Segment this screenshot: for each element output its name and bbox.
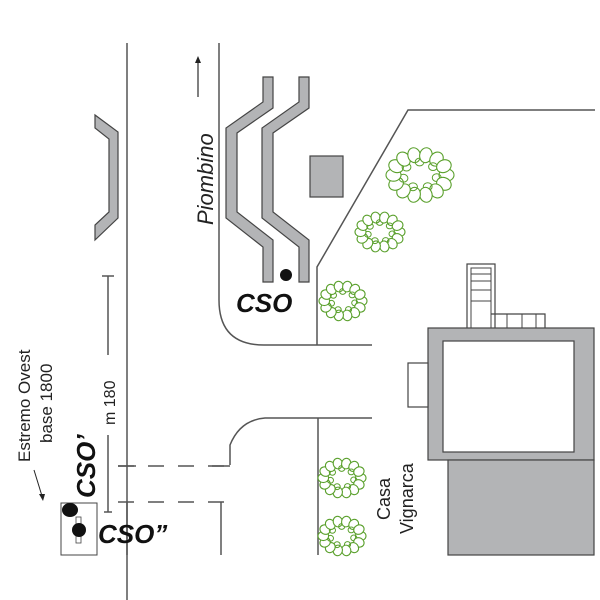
tree-icon (385, 147, 455, 203)
stairs-inner (470, 267, 492, 330)
trees-group (317, 147, 455, 557)
traffic-island-left (94, 113, 119, 242)
estremo-arrow-line (33, 469, 43, 497)
cso-label: CSO (236, 288, 292, 318)
tree-icon (317, 457, 367, 499)
estremo-ovest-label: Estremo Ovest (15, 349, 34, 462)
casa-label: Casa (374, 477, 394, 520)
courtyard (442, 340, 575, 453)
cso-prime-marker (62, 503, 78, 517)
traffic-island-chicane-2 (261, 76, 310, 283)
tree-leaf (391, 220, 404, 231)
tree-icon (354, 211, 406, 253)
cso-prime-label: CSO’ (71, 434, 101, 498)
road-edge-right-upper (218, 43, 372, 346)
estremo-arrow-icon (39, 494, 45, 501)
traffic-island-chicane-1 (225, 76, 274, 283)
tree-icon (317, 515, 367, 557)
tree-leaf (354, 289, 366, 300)
vignarca-label: Vignarca (397, 462, 417, 534)
property-boundary-upper (316, 109, 595, 345)
building-porch (407, 362, 429, 408)
cso-double-prime-marker (72, 523, 86, 537)
small-building (309, 155, 344, 198)
cso-double-prime-box (60, 502, 98, 556)
road-edge-right-lower (229, 417, 372, 465)
piombino-label: Piombino (193, 133, 218, 225)
balcony-railing (491, 313, 546, 328)
base-1800-label: base 1800 (37, 364, 56, 443)
tree-leaf (353, 466, 365, 477)
distance-label: m 180 (102, 380, 119, 425)
piombino-arrow-icon (195, 56, 201, 63)
tree-icon (318, 280, 368, 322)
distance-label-bg (96, 355, 120, 435)
tree-leaf (353, 524, 365, 535)
cso-double-prime-label: CSO” (98, 519, 167, 549)
tree-leaf (436, 159, 452, 174)
cso-marker (280, 269, 292, 281)
casa-vignarca-annex (447, 459, 595, 556)
